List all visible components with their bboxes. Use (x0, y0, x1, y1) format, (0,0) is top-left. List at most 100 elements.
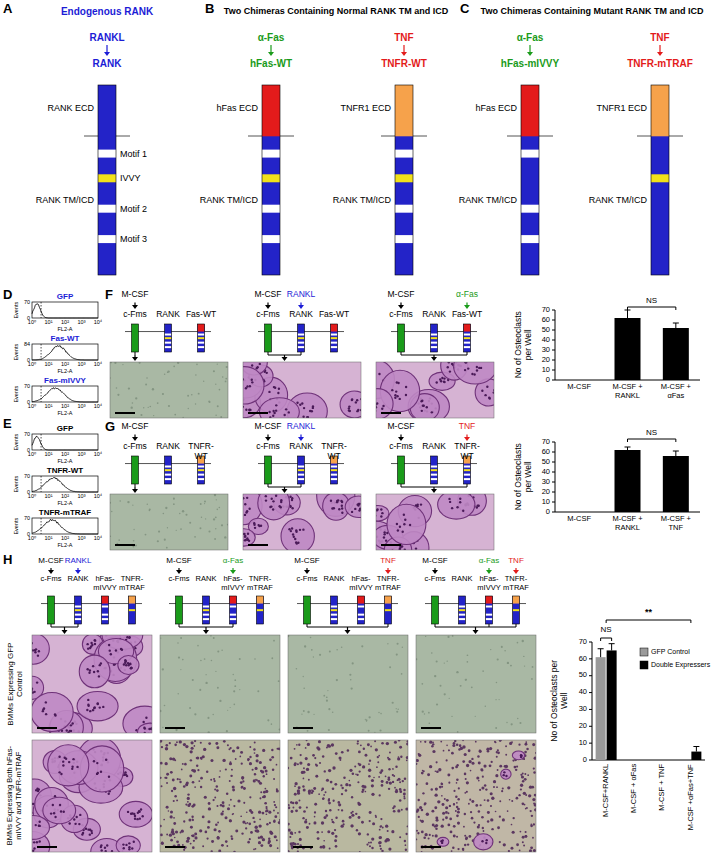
cell-dot (323, 794, 325, 796)
cell-dot (243, 802, 245, 804)
cell-dot (406, 743, 408, 746)
speck (225, 381, 227, 383)
cell-dot (194, 786, 196, 788)
nucleus (270, 505, 272, 507)
cell-dot (378, 841, 381, 844)
cell-dot (174, 795, 177, 798)
micrograph-frame (376, 362, 494, 418)
signal-line (135, 484, 136, 487)
speck (222, 376, 224, 378)
cell-dot (349, 816, 352, 819)
cell-dot (191, 835, 193, 837)
cell-dot (532, 798, 535, 801)
cell-dot (297, 843, 299, 845)
cell-dot (265, 769, 268, 772)
speck (471, 686, 473, 688)
nucleus (244, 514, 246, 516)
nucleus (295, 531, 297, 533)
nucleus (86, 709, 88, 711)
cell-dot (265, 811, 267, 813)
cell-dot (405, 844, 407, 846)
motif-band (431, 342, 438, 344)
nucleus (92, 709, 94, 711)
cell-dot (512, 831, 515, 834)
nucleus (251, 381, 253, 383)
cell-dot (305, 747, 307, 749)
nucleus (285, 408, 287, 410)
nucleus (32, 691, 34, 693)
nucleus (301, 402, 303, 404)
arrow-head (398, 437, 404, 441)
receptor-ecd (651, 85, 669, 136)
cell-dot (247, 841, 250, 844)
cell-dot (449, 818, 452, 821)
cell-dot (202, 845, 204, 847)
cell-dot (189, 803, 192, 806)
cell-dot (256, 759, 259, 762)
gate-line (41, 434, 42, 450)
nucleus (462, 510, 464, 512)
cell-dot (356, 829, 358, 831)
cell-dot (170, 815, 173, 818)
nucleus (421, 400, 423, 402)
cell-dot (160, 740, 162, 743)
speck (164, 374, 166, 376)
cell-dot (479, 749, 481, 751)
ivvy-band (129, 609, 136, 611)
receptor-outline (358, 596, 365, 624)
histogram-frame (32, 476, 98, 492)
speck (192, 679, 194, 681)
cell-dot (174, 837, 176, 839)
cell-dot (198, 780, 200, 782)
cell-dot (275, 806, 277, 808)
micrograph-ground (160, 635, 280, 733)
cell-dot (179, 779, 181, 781)
ivvy-band (165, 337, 172, 339)
nucleus (348, 407, 350, 409)
cell-dot (243, 787, 246, 790)
motif-band (198, 478, 205, 480)
cell-dot (388, 768, 390, 770)
nucleus (130, 667, 132, 669)
significance-bracket (628, 439, 676, 440)
nucleus (351, 398, 353, 400)
nucleus (38, 821, 40, 823)
speck (149, 406, 151, 408)
speck (162, 668, 164, 670)
speck (213, 370, 215, 372)
cell-dot (223, 740, 226, 743)
speck (219, 507, 221, 509)
cell-dot (338, 809, 340, 811)
cell-dot (190, 741, 193, 744)
speck (440, 685, 442, 687)
speck (425, 636, 426, 637)
nucleus (251, 364, 253, 366)
cell-dot (225, 768, 227, 770)
significance-bracket (675, 307, 676, 310)
motif-band (262, 235, 280, 243)
ivvy-band (513, 609, 520, 611)
cell-dot (213, 780, 215, 782)
nucleus (269, 416, 271, 418)
speck (198, 393, 200, 395)
cell-dot (222, 801, 225, 804)
cell-dot (189, 775, 192, 778)
cell-dot (262, 812, 265, 815)
ivvy-band (431, 469, 438, 471)
nucleus (127, 662, 129, 664)
cell-dot (203, 748, 206, 751)
motif-band (459, 614, 466, 616)
nucleus (449, 370, 451, 372)
speck (332, 711, 334, 713)
cell-dot (499, 740, 502, 742)
nucleus (288, 528, 290, 530)
cell-dot (400, 756, 402, 758)
arrow-head (513, 570, 519, 574)
speck (139, 362, 141, 364)
speck (296, 668, 298, 670)
arrow-head (132, 437, 138, 441)
cell-dot (371, 784, 374, 787)
cell-dot (385, 825, 388, 828)
speck (233, 674, 234, 675)
cell-dot (194, 740, 196, 742)
